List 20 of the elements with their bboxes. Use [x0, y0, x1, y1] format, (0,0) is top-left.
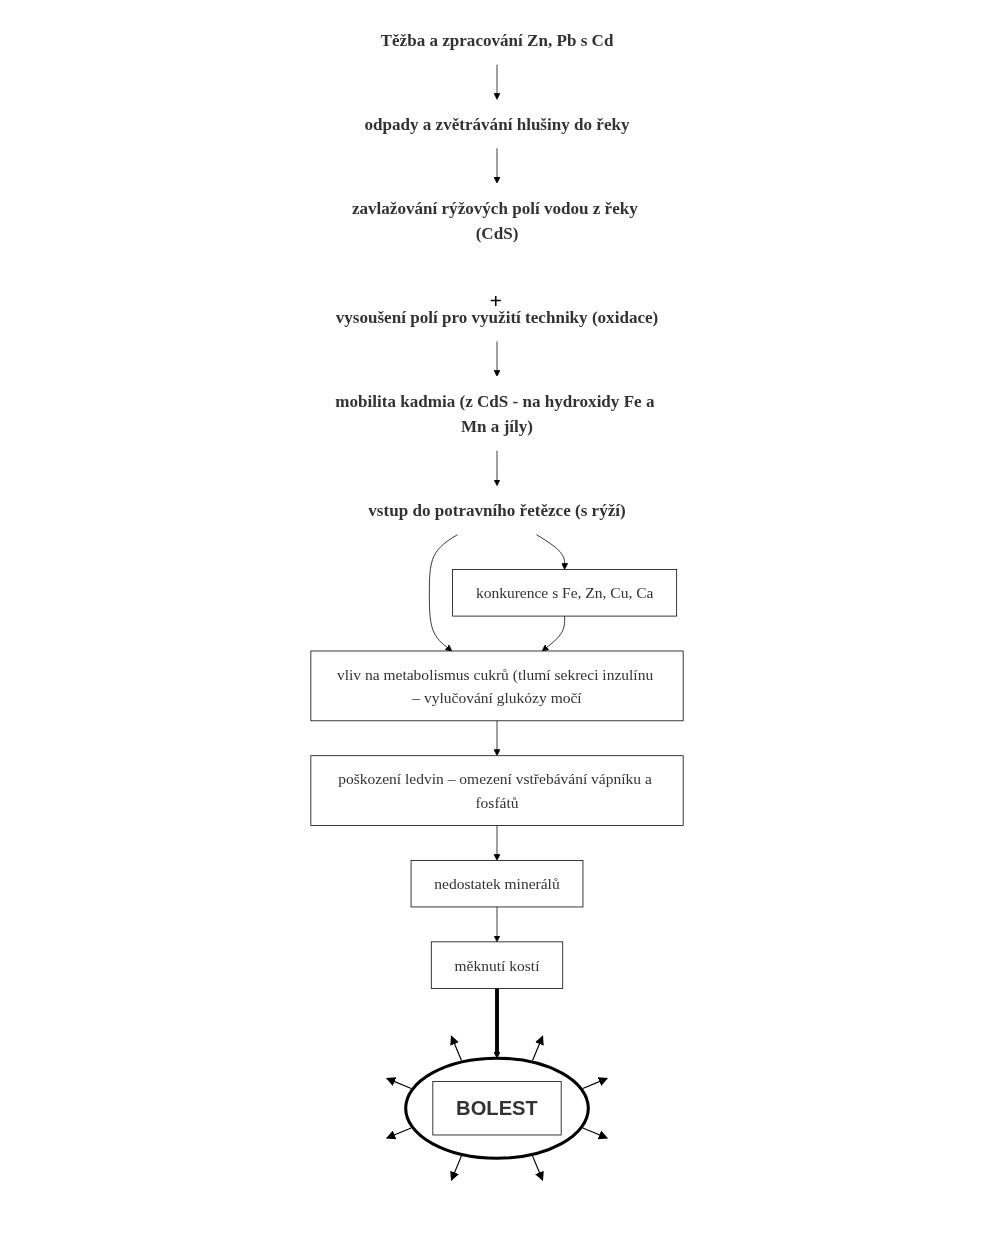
arrow	[531, 1035, 544, 1062]
node-box: konkurence s Fe, Zn, Cu, Ca	[451, 569, 677, 617]
arrow	[385, 1077, 412, 1090]
node-box: nedostatek minerálů	[410, 860, 583, 908]
arrow	[581, 1077, 608, 1090]
node-text: vstup do potravního řetězce (s rýží)	[367, 500, 626, 520]
node-text: Těžba a zpracování Zn, Pb s Cd	[380, 30, 613, 50]
arrow	[581, 1127, 608, 1140]
node-text: mobilita kadmia (z CdS - na hydroxidy Fe a Mn a jíly)	[334, 391, 654, 437]
node-text: zavlažování rýžových polí vodou z řeky (CdS)	[351, 198, 638, 244]
arrow	[449, 1035, 462, 1062]
arrow	[385, 1127, 412, 1140]
node-box: BOLEST	[431, 1081, 562, 1136]
node-box: vliv na metabolismus cukrů (tlumí sekreci inzulínu – vylučování glukózy močí	[309, 650, 684, 722]
node-text: odpady a zvětrávání hlušiny do řeky	[364, 114, 629, 134]
arrow	[531, 1155, 544, 1182]
node-box: poškození ledvin – omezení vstřebávání vápníku a fosfátů	[309, 755, 684, 826]
node-box: měknutí kostí	[430, 941, 563, 989]
arrow	[449, 1155, 462, 1182]
arrow	[493, 988, 500, 1059]
